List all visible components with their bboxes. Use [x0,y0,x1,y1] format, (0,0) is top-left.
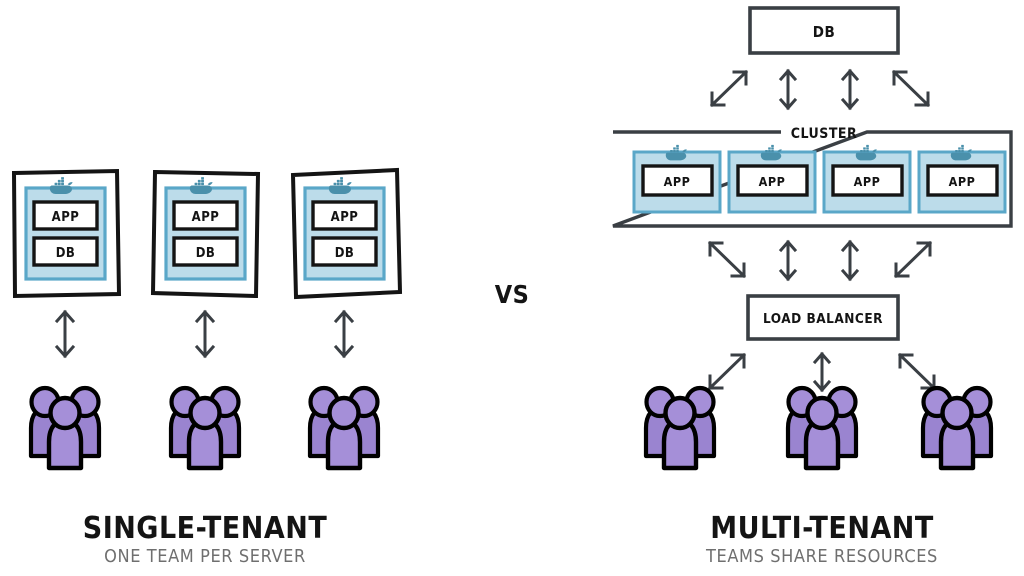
double-arrow-vertical-icon [194,309,216,359]
double-arrow-diagonal-icon [891,69,931,108]
cluster-node-4[interactable]: APP [917,144,1007,214]
app-label: APP [192,210,220,225]
people-group-icon[interactable] [923,388,991,468]
double-arrow-diagonal-icon [709,69,749,108]
load-balancer-label: LOAD BALANCER [763,311,883,327]
app-box-2[interactable] [172,200,239,231]
server-card-3[interactable]: APP DB [290,167,403,300]
app-box-1[interactable] [32,200,99,231]
app-box[interactable] [831,164,904,197]
app-label: APP [949,174,976,189]
double-arrow-vertical-icon [840,239,860,282]
server-card-1[interactable]: APP DB [11,168,122,299]
people-group-icon[interactable] [788,388,856,468]
db-label: DB [56,246,76,261]
double-arrow-diagonal-icon [893,240,933,279]
db-box-1[interactable] [32,236,99,267]
db-label: DB [196,246,216,261]
app-label: APP [759,174,786,189]
people-group-icon[interactable] [310,388,378,468]
db-box-2[interactable] [172,236,239,267]
app-label: APP [664,174,691,189]
app-box[interactable] [926,164,999,197]
people-group-icon[interactable] [31,388,99,468]
app-label: APP [854,174,881,189]
double-arrow-vertical-icon [812,351,832,393]
double-arrow-vertical-icon [778,68,798,111]
single-tenant-subheading: ONE TEAM PER SERVER [104,546,306,567]
cluster-node-1[interactable]: APP [632,144,722,214]
app-box-3[interactable] [311,200,378,231]
double-arrow-diagonal-icon [707,352,747,391]
app-label: APP [331,210,359,225]
load-balancer-box[interactable]: LOAD BALANCER [746,294,900,341]
versus-label: VS [495,280,530,309]
app-box[interactable] [736,164,809,197]
cluster-label: CLUSTER [791,126,857,142]
cluster-node-3[interactable]: APP [822,144,912,214]
app-box[interactable] [641,164,714,197]
people-group-icon[interactable] [646,388,714,468]
single-tenant-heading: SINGLE-TENANT [83,511,328,546]
app-label: APP [52,210,80,225]
shared-db-label: DB [813,23,836,41]
double-arrow-vertical-icon [54,309,76,359]
double-arrow-vertical-icon [840,68,860,111]
multi-tenant-group: DB [612,6,1013,567]
double-arrow-diagonal-icon [897,352,937,391]
shared-db-box[interactable]: DB [748,6,900,55]
cluster-node-2[interactable]: APP [727,144,817,214]
double-arrow-diagonal-icon [707,240,747,279]
db-box-3[interactable] [311,236,378,267]
cluster-box: CLUSTER APP APP [612,126,1013,228]
double-arrow-vertical-icon [333,309,355,359]
people-group-icon[interactable] [171,388,239,468]
db-label: DB [335,246,355,261]
single-tenant-group: APP DB APP DB APP [11,167,403,567]
multi-tenant-heading: MULTI-TENANT [710,511,934,546]
multi-tenant-subheading: TEAMS SHARE RESOURCES [705,546,938,567]
server-card-2[interactable]: APP DB [150,169,261,299]
double-arrow-vertical-icon [778,239,798,282]
